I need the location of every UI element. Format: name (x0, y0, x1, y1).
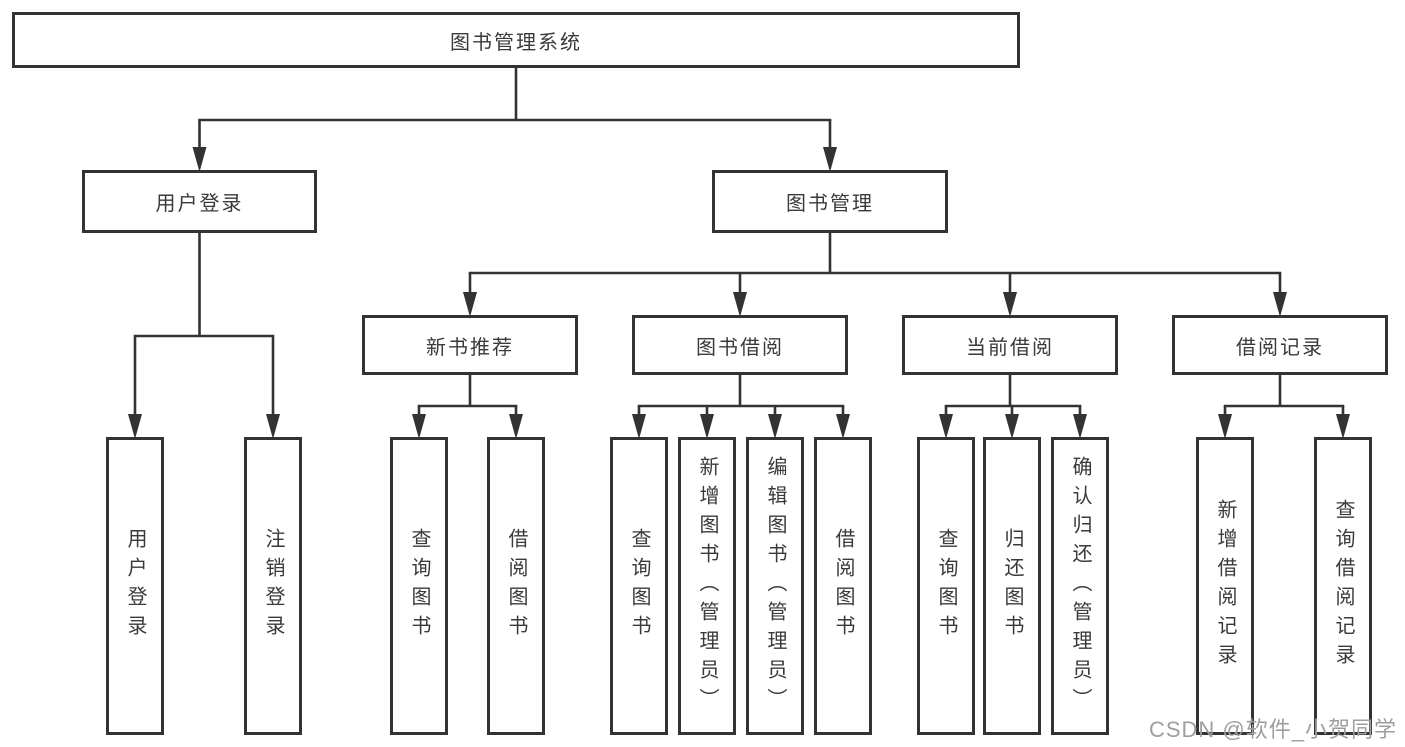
node-label: 新书推荐 (426, 336, 514, 359)
node-label: 查询图书 (935, 528, 957, 644)
node-label: 当前借阅 (966, 336, 1054, 359)
node-label: 注销登录 (262, 528, 284, 644)
node-b-edit: 编辑图书（管理员） (746, 437, 804, 735)
node-b-add: 新增图书（管理员） (678, 437, 736, 735)
node-c-confirm: 确认归还（管理员） (1051, 437, 1109, 735)
node-logout: 注销登录 (244, 437, 302, 735)
node-label: 图书管理系统 (450, 31, 582, 54)
node-r-query: 查询借阅记录 (1314, 437, 1372, 735)
node-label: 借阅记录 (1236, 336, 1324, 359)
node-records: 借阅记录 (1172, 315, 1388, 375)
node-label: 新增借阅记录 (1214, 499, 1236, 673)
node-current: 当前借阅 (902, 315, 1118, 375)
node-label: 图书借阅 (696, 336, 784, 359)
node-label: 查询借阅记录 (1332, 499, 1354, 673)
node-label: 用户登录 (155, 193, 244, 215)
node-c-return: 归还图书 (983, 437, 1041, 735)
node-new-books: 新书推荐 (362, 315, 578, 375)
node-r-add: 新增借阅记录 (1196, 437, 1254, 735)
node-label: 借阅图书 (832, 528, 854, 644)
node-c-query: 查询图书 (917, 437, 975, 735)
node-label: 查询图书 (408, 528, 430, 644)
node-label: 用户登录 (124, 528, 146, 644)
node-label: 归还图书 (1001, 528, 1023, 644)
node-label: 新增图书（管理员） (696, 455, 718, 717)
node-borrow: 图书借阅 (632, 315, 848, 375)
node-label: 查询图书 (628, 528, 650, 644)
node-nb-query: 查询图书 (390, 437, 448, 735)
node-root: 图书管理系统 (12, 12, 1020, 68)
node-label: 图书管理 (786, 193, 874, 215)
node-user-login: 用户登录 (106, 437, 164, 735)
node-label: 确认归还（管理员） (1069, 455, 1091, 717)
watermark: CSDN @软件_小贺同学 (1148, 717, 1397, 742)
node-nb-borrow: 借阅图书 (487, 437, 545, 735)
node-label: 借阅图书 (505, 528, 527, 644)
node-login: 用户登录 (82, 170, 317, 233)
node-b-query: 查询图书 (610, 437, 668, 735)
node-label: 编辑图书（管理员） (764, 455, 786, 717)
node-mgmt: 图书管理 (712, 170, 948, 233)
node-b-borrow: 借阅图书 (814, 437, 872, 735)
